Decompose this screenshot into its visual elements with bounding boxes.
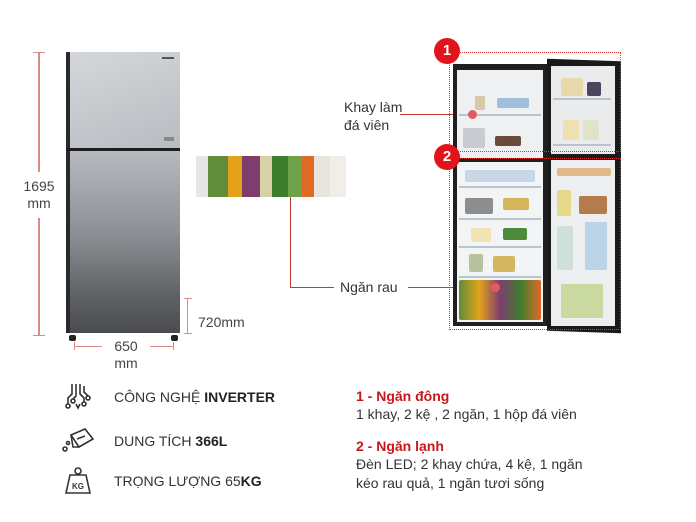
- feature-bold: 366L: [195, 433, 228, 449]
- height-dimension-line-top: [38, 52, 40, 172]
- salad-bowl: [503, 228, 527, 240]
- dessert-glasses: [503, 198, 529, 210]
- width-value: 650: [114, 338, 138, 354]
- door-item: [563, 120, 579, 140]
- fridge-foot-right: [171, 335, 178, 341]
- fridge-spec-line: Đèn LED; 2 khay chứa, 4 kệ, 1 ngăn: [356, 456, 583, 472]
- fridge-spec-title: 2 - Ngăn lạnh: [356, 438, 444, 454]
- height-dimension-label: 1695 mm: [16, 178, 62, 212]
- feature-inverter: CÔNG NGHỆ INVERTER: [60, 382, 275, 412]
- fridge-shelf: [459, 218, 541, 220]
- fridge-closed-image: [66, 52, 180, 341]
- svg-text:KG: KG: [72, 482, 84, 491]
- lower-dimension-label: 720mm: [198, 314, 245, 330]
- feature-text: CÔNG NGHỆ: [114, 389, 205, 405]
- height-dimension-cap-top: [33, 52, 45, 53]
- vegetable-drawer-label: Ngăn rau: [340, 279, 398, 295]
- freezer-spec-body: 1 khay, 2 kệ , 2 ngăn, 1 hộp đá viên: [356, 405, 577, 424]
- height-value: 1695: [23, 178, 55, 194]
- feature-capacity: DUNG TÍCH 366L: [60, 426, 227, 456]
- freezer-spec-title: 1 - Ngăn đông: [356, 388, 450, 404]
- feature-capacity-text: DUNG TÍCH 366L: [114, 433, 227, 449]
- freezer-item: [495, 136, 521, 146]
- feature-inverter-text: CÔNG NGHỆ INVERTER: [114, 389, 275, 405]
- feature-weight: KG TRỌNG LƯỢNG 65KG: [60, 466, 262, 496]
- door-bottles: [557, 190, 571, 216]
- freezer-item: [497, 98, 529, 108]
- lower-dimension-line: [187, 298, 188, 334]
- freezer-item: [475, 96, 485, 110]
- fridge-zone-outline: [449, 158, 621, 330]
- width-dimension-label: 650 mm: [104, 338, 148, 372]
- pot: [465, 198, 493, 214]
- vegetable-drawer: [459, 280, 541, 320]
- lower-dimension-cap-top: [184, 298, 192, 299]
- fridge-door: [66, 151, 180, 333]
- weight-kg-icon: KG: [60, 466, 96, 496]
- ice-tray-pin: [468, 110, 477, 119]
- door-gap: [66, 148, 180, 151]
- width-dimension-cap-left: [74, 342, 75, 350]
- door-shelf: [553, 98, 611, 100]
- freezer-shelf: [459, 114, 541, 116]
- height-dimension-cap-bottom: [33, 335, 45, 336]
- feature-weight-text: TRỌNG LƯỢNG 65KG: [114, 473, 262, 489]
- freezer-door: [66, 52, 180, 149]
- door-items: [561, 284, 603, 318]
- fridge-shelf: [459, 186, 541, 188]
- vegetable-callout-line-left: [290, 287, 334, 288]
- door-item: [561, 78, 583, 96]
- feature-bold: KG: [240, 473, 262, 489]
- vegetable-drawer-closeup-image: [196, 156, 346, 197]
- freezer-zone-outline: [449, 52, 621, 152]
- height-unit: mm: [27, 195, 51, 211]
- feature-text: TRỌNG LƯỢNG 65: [114, 473, 241, 489]
- ice-tray-callout-line: [400, 114, 470, 115]
- fridge-spec-line: kéo rau quả, 1 ngăn tươi sống: [356, 475, 545, 491]
- width-dimension-line-right: [150, 346, 174, 347]
- door-water-bottles: [585, 222, 607, 270]
- ice-tray-label-line2: đá viên: [344, 117, 390, 133]
- freezer-spec-line: 1 khay, 2 kệ , 2 ngăn, 1 hộp đá viên: [356, 406, 577, 422]
- inverter-circuit-icon: [60, 382, 96, 412]
- ice-tray-label-line1: Khay làm: [344, 99, 403, 115]
- door-bottles: [557, 226, 573, 270]
- vegetable-callout-line-vertical: [290, 197, 291, 287]
- fridge-shelf: [459, 246, 541, 248]
- door-item: [583, 120, 599, 140]
- door-shelf: [553, 144, 611, 146]
- vegetable-drawer-pin: [491, 283, 500, 292]
- door-eggs: [557, 168, 611, 176]
- ice-tray-label: Khay làm đá viên: [344, 98, 402, 134]
- lower-dimension-cap-bottom: [184, 333, 192, 334]
- capacity-box-icon: [60, 426, 96, 456]
- jars: [493, 256, 515, 272]
- zone-2-badge: 2: [434, 144, 460, 170]
- fridge-open-image: [445, 48, 627, 338]
- jars: [469, 254, 483, 272]
- width-dimension-line-left: [74, 346, 102, 347]
- fridge-shelf: [459, 276, 541, 278]
- fridge-item: [465, 170, 535, 182]
- feature-bold: INVERTER: [204, 389, 276, 405]
- ice-box: [463, 128, 485, 148]
- inverter-badge: [164, 137, 174, 141]
- feature-text: DUNG TÍCH: [114, 433, 196, 449]
- fridge-spec-body: Đèn LED; 2 khay chứa, 4 kệ, 1 ngăn kéo r…: [356, 455, 583, 493]
- door-jars: [579, 196, 607, 214]
- door-item: [587, 82, 601, 96]
- brand-logo: [162, 57, 174, 59]
- zone-1-badge: 1: [434, 38, 460, 64]
- cake: [471, 228, 491, 242]
- width-unit: mm: [114, 355, 138, 371]
- width-dimension-cap-right: [173, 342, 174, 350]
- height-dimension-line-bottom: [38, 218, 40, 336]
- fridge-foot-left: [69, 335, 76, 341]
